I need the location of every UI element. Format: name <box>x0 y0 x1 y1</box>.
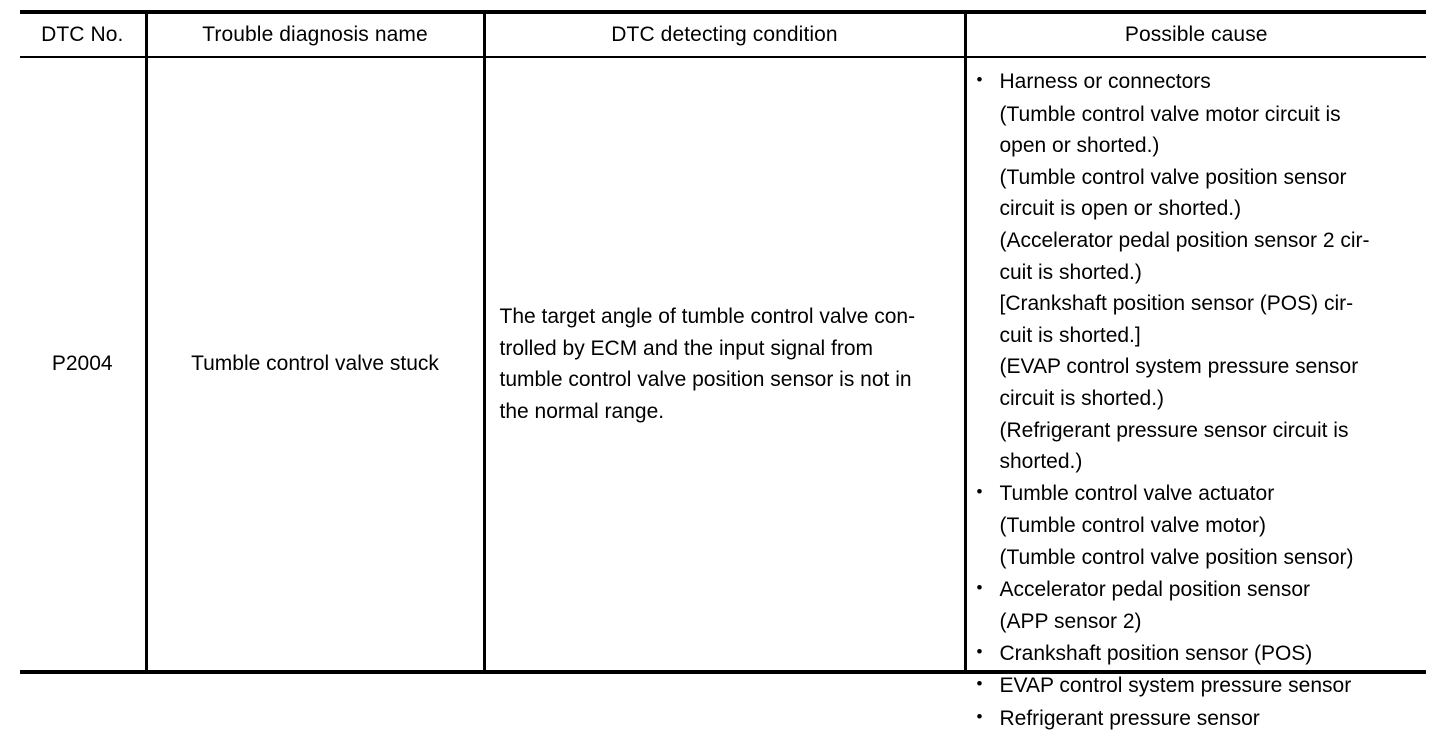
dtc-detecting-condition-text: The target angle of tumble control valve… <box>486 301 964 427</box>
bullet-icon: • <box>976 481 983 501</box>
table-body: P2004 Tumble control valve stuck The tar… <box>20 57 1427 730</box>
table-header: DTC No. Trouble diagnosis name DTC detec… <box>20 10 1426 58</box>
possible-cause-detail-line: shorted.) <box>977 446 1421 478</box>
possible-cause-line-text: EVAP control system pressure sensor <box>999 674 1352 698</box>
bullet-icon: • <box>976 674 983 694</box>
cell-dtc-detecting-condition: The target angle of tumble control valve… <box>482 57 965 674</box>
possible-cause-line-text: (Tumble control valve position sensor) <box>999 545 1354 569</box>
cell-trouble-diagnosis-name: Tumble control valve stuck <box>144 57 484 674</box>
page-root: DTC No. Trouble diagnosis name DTC detec… <box>20 10 1427 730</box>
possible-cause-detail-line: (EVAP control system pressure sensor <box>977 351 1421 383</box>
table-row: P2004 Tumble control valve stuck The tar… <box>20 57 1427 730</box>
column-header-trouble-diagnosis-name: Trouble diagnosis name <box>144 10 484 58</box>
possible-cause-list: • Harness or connectors (Tumble control va… <box>967 58 1427 730</box>
possible-cause-line-text: cuit is shorted.) <box>999 260 1142 284</box>
condition-line: trolled by ECM and the input signal from <box>499 336 874 360</box>
possible-cause-line-text: (Refrigerant pressure sensor circuit is <box>999 418 1349 442</box>
condition-line: The target angle of tumble control valve… <box>499 305 916 328</box>
possible-cause-line-text: Accelerator pedal position sensor <box>999 577 1311 601</box>
table-header-row: DTC No. Trouble diagnosis name DTC detec… <box>20 10 1426 58</box>
possible-cause-detail-line: (Tumble control valve motor circuit is <box>977 99 1421 131</box>
column-header-dtc-detecting-condition: DTC detecting condition <box>482 10 965 58</box>
possible-cause-detail-line: circuit is shorted.) <box>977 383 1421 415</box>
possible-cause-line-text: (Tumble control valve motor circuit is <box>999 102 1341 126</box>
possible-cause-line-text: (Tumble control valve position sensor <box>999 165 1347 189</box>
possible-cause-line-text: Crankshaft position sensor (POS) <box>999 641 1313 665</box>
possible-cause-line-text: cuit is shorted.] <box>999 323 1141 347</box>
possible-cause-line-text: open or shorted.) <box>999 134 1160 158</box>
condition-line: tumble control valve position sensor is … <box>499 368 912 391</box>
dtc-table: DTC No. Trouble diagnosis name DTC detec… <box>20 10 1427 730</box>
possible-cause-line-text: (Tumble control valve motor) <box>999 514 1266 538</box>
possible-cause-item: • Crankshaft position sensor (POS) <box>977 638 1421 671</box>
possible-cause-detail-line: cuit is shorted.] <box>977 320 1421 352</box>
possible-cause-detail-line: (Tumble control valve position sensor) <box>977 542 1421 574</box>
possible-cause-line-text: [Crankshaft position sensor (POS) cir- <box>999 292 1354 316</box>
bullet-icon: • <box>976 70 983 89</box>
possible-cause-line-text: (APP sensor 2) <box>999 610 1142 634</box>
cell-dtc-no: P2004 <box>20 57 146 674</box>
possible-cause-detail-line: circuit is open or shorted.) <box>977 193 1421 225</box>
condition-line: the normal range. <box>499 399 665 423</box>
possible-cause-detail-line: (Tumble control valve position sensor <box>977 162 1421 194</box>
possible-cause-line-text: shorted.) <box>999 450 1083 474</box>
possible-cause-line-text: circuit is shorted.) <box>999 386 1165 410</box>
possible-cause-item: • EVAP control system pressure sensor <box>977 670 1421 703</box>
possible-cause-detail-line: [Crankshaft position sensor (POS) cir- <box>977 288 1421 320</box>
possible-cause-detail-line: (APP sensor 2) <box>977 606 1421 638</box>
possible-cause-item: • Refrigerant pressure sensor <box>977 703 1421 735</box>
possible-cause-line-text: Refrigerant pressure sensor <box>999 706 1260 730</box>
bullet-icon: • <box>976 577 983 597</box>
possible-cause-item: • Accelerator pedal position sensor <box>977 574 1421 607</box>
column-header-possible-cause: Possible cause <box>963 10 1426 58</box>
bullet-icon: • <box>976 706 983 726</box>
column-header-dtc-no: DTC No. <box>20 10 146 58</box>
possible-cause-item: • Tumble control valve actuator <box>977 478 1421 511</box>
possible-cause-line-text: Harness or connectors <box>999 70 1211 93</box>
possible-cause-detail-line: cuit is shorted.) <box>977 257 1421 289</box>
cell-possible-cause: • Harness or connectors (Tumble control va… <box>963 57 1427 730</box>
possible-cause-line-text: circuit is open or shorted.) <box>999 197 1242 221</box>
possible-cause-line-text: (Accelerator pedal position sensor 2 cir… <box>999 228 1370 252</box>
possible-cause-item: • Harness or connectors <box>977 66 1421 99</box>
bullet-icon: • <box>976 641 983 661</box>
possible-cause-line-text: (EVAP control system pressure sensor <box>999 355 1359 379</box>
possible-cause-detail-line: (Accelerator pedal position sensor 2 cir… <box>977 225 1421 257</box>
possible-cause-line-text: Tumble control valve actuator <box>999 481 1275 505</box>
possible-cause-detail-line: open or shorted.) <box>977 130 1421 162</box>
possible-cause-detail-line: (Refrigerant pressure sensor circuit is <box>977 415 1421 447</box>
possible-cause-detail-line: (Tumble control valve motor) <box>977 510 1421 542</box>
